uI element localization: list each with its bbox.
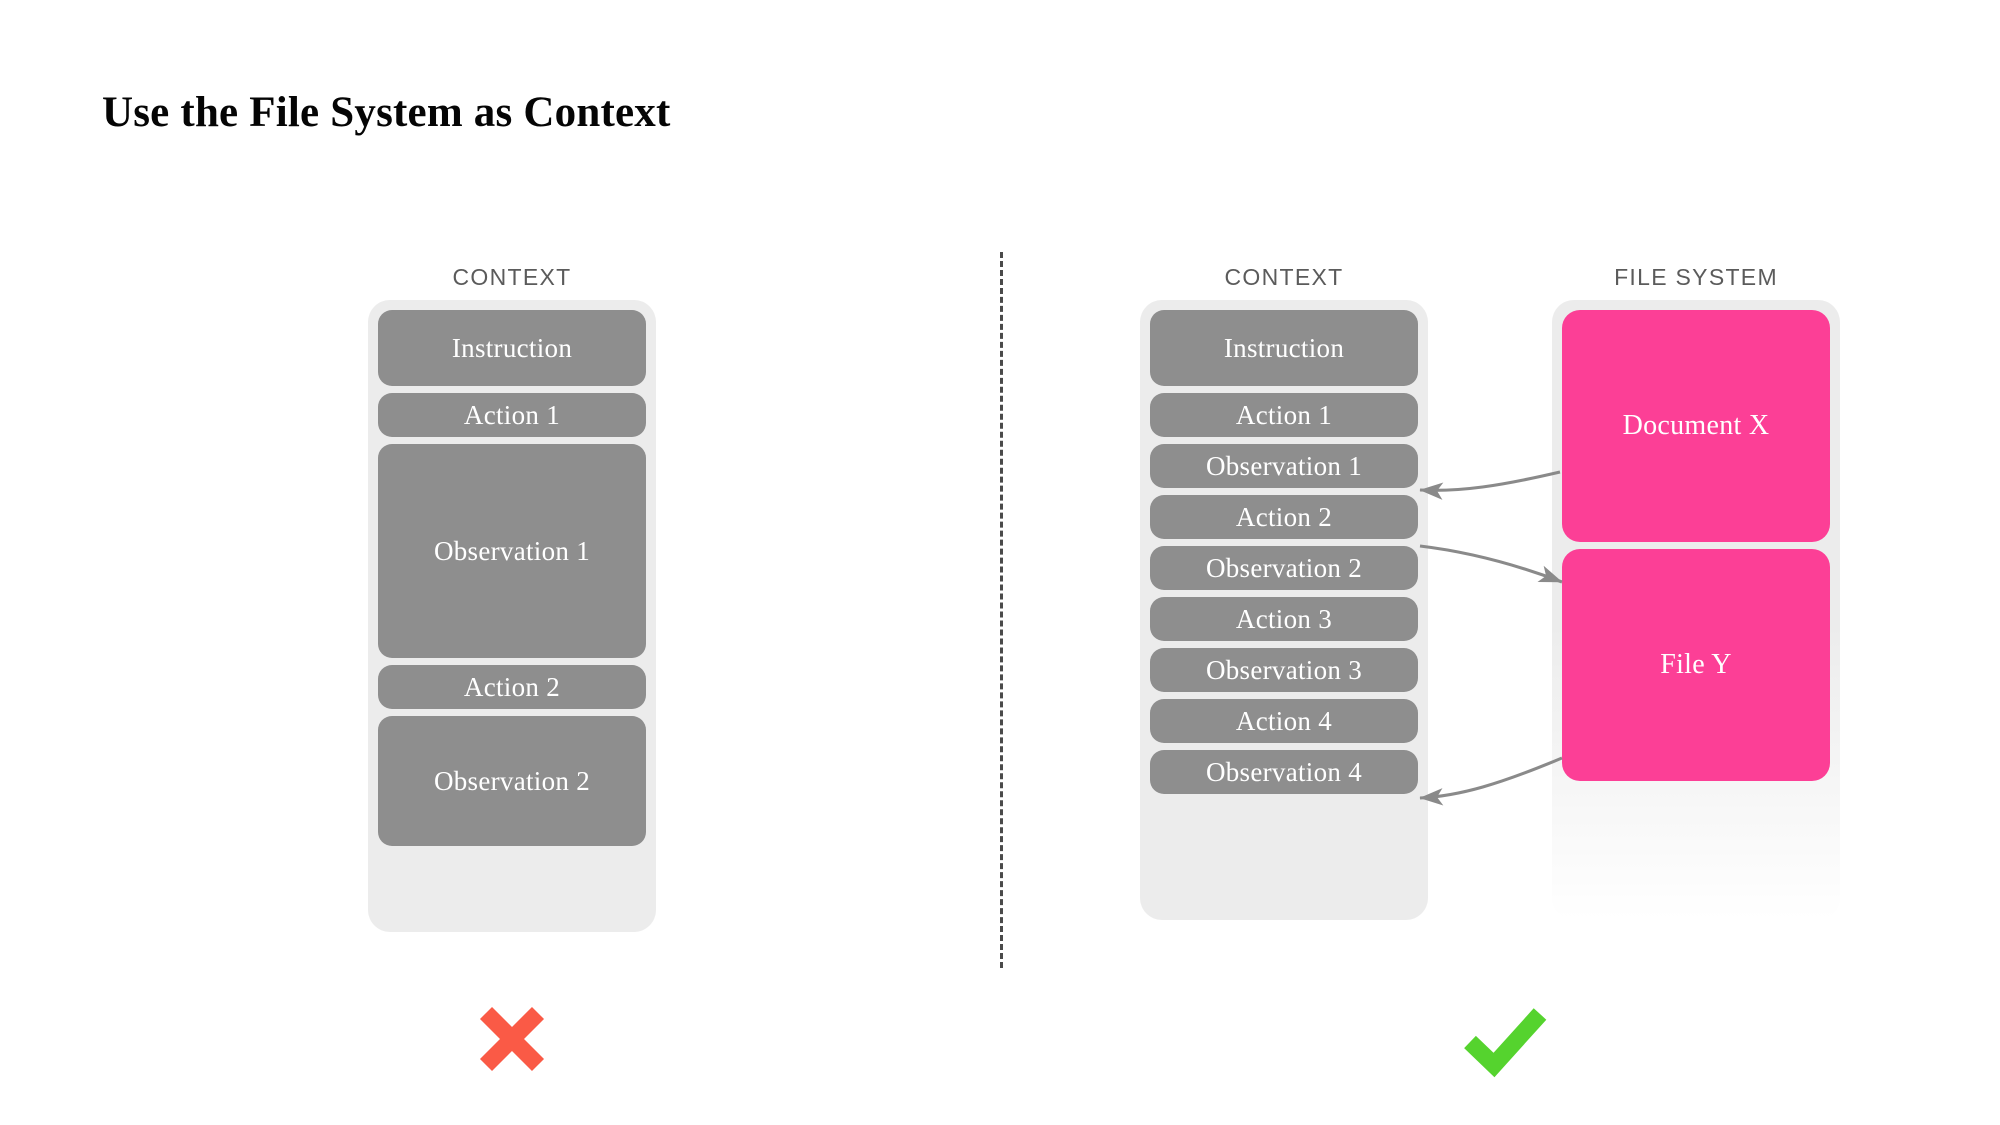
panel-divider: [1000, 252, 1003, 968]
page-title: Use the File System as Context: [102, 89, 671, 136]
left-context-block-1: Instruction: [378, 310, 646, 386]
right-context-block-7: Observation 3: [1150, 648, 1418, 692]
right-context-block-2: Action 1: [1150, 393, 1418, 437]
file-block-2: File Y: [1562, 549, 1830, 781]
right-context-block-9: Observation 4: [1150, 750, 1418, 794]
arrow-action-2-to-file-y: [1419, 544, 1563, 584]
file-block-label: File Y: [1660, 649, 1732, 680]
right-context-block-8: Action 4: [1150, 699, 1418, 743]
left-context-block-label: Observation 2: [433, 765, 591, 796]
right-context-block-label: Observation 4: [1205, 756, 1363, 787]
left-context-block-3: Observation 1: [378, 444, 646, 658]
left-context-column-label: CONTEXT: [452, 264, 572, 290]
right-context-block-label: Action 1: [1235, 399, 1333, 430]
right-context-column-label: CONTEXT: [1224, 264, 1344, 290]
right-context-block-label: Observation 2: [1205, 552, 1363, 583]
cross-icon: [479, 1006, 545, 1072]
right-context-block-1: Instruction: [1150, 310, 1418, 386]
right-context-block-label: Observation 1: [1205, 450, 1363, 481]
right-context-block-4: Action 2: [1150, 495, 1418, 539]
right-context-block-label: Action 2: [1235, 501, 1333, 532]
left-context-block-2: Action 1: [378, 393, 646, 437]
left-context-block-label: Instruction: [451, 332, 573, 363]
file-block-label: Document X: [1622, 410, 1770, 441]
arrow-document-x-to-observation-1: [1419, 470, 1561, 500]
file-system-stack: Document X File Y: [1552, 300, 1840, 920]
right-context-block-label: Instruction: [1223, 332, 1345, 363]
left-context-block-label: Observation 1: [433, 535, 591, 566]
left-context-block-4: Action 2: [378, 665, 646, 709]
right-context-block-label: Action 3: [1235, 603, 1333, 634]
file-block-1: Document X: [1562, 310, 1830, 542]
right-context-block-3: Observation 1: [1150, 444, 1418, 488]
left-context-block-5: Observation 2: [378, 716, 646, 846]
left-context-block-label: Action 1: [463, 399, 561, 430]
right-context-block-5: Observation 2: [1150, 546, 1418, 590]
right-context-block-label: Observation 3: [1205, 654, 1363, 685]
check-icon: [1464, 1008, 1547, 1078]
arrow-file-y-to-action-4: [1419, 756, 1563, 806]
file-system-column-label: FILE SYSTEM: [1614, 264, 1778, 290]
left-context-block-label: Action 2: [463, 671, 561, 702]
right-context-block-label: Action 4: [1235, 705, 1333, 736]
right-context-block-6: Action 3: [1150, 597, 1418, 641]
